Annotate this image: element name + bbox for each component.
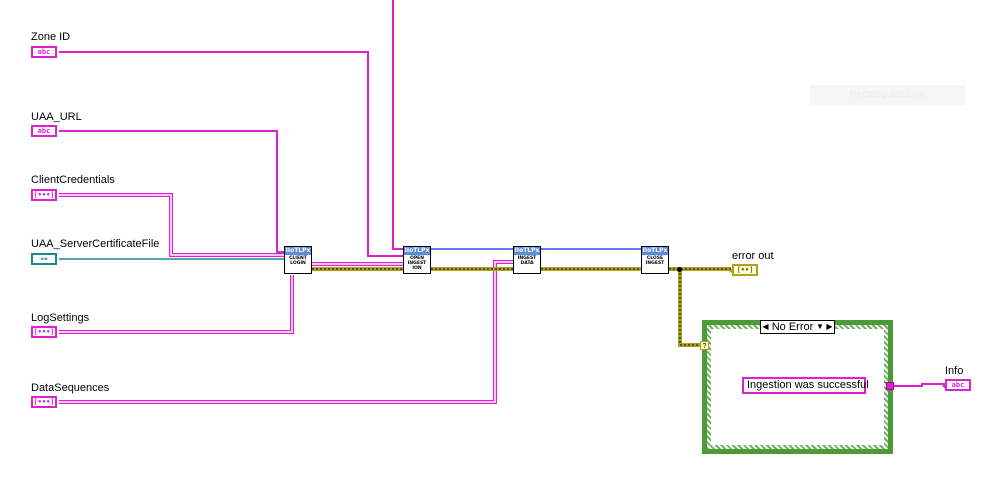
log-settings-terminal[interactable]: [•••] xyxy=(31,326,57,338)
zone-id-terminal[interactable]: abc xyxy=(31,46,57,58)
ingest-data-text: INGEST DATA xyxy=(517,256,537,266)
uaa-cert-label: UAA_ServerCertificateFile xyxy=(31,238,160,250)
error-wire-junction xyxy=(677,267,682,272)
string-wire-zone-id xyxy=(59,51,403,257)
close-ingest-text: CLOSE INGEST xyxy=(645,256,665,266)
info-label: Info xyxy=(945,365,964,377)
data-sequences-label: DataSequences xyxy=(31,382,110,394)
string-wire-info xyxy=(894,383,945,387)
client-login-subvi[interactable]: IIoTLPx CLIENT LOGIN xyxy=(284,246,312,274)
ghost-label: Rectangular Line xyxy=(810,85,965,105)
error-out-label: error out xyxy=(732,250,774,262)
open-ingest-header: IIoTLPx xyxy=(404,247,430,255)
client-credentials-label: ClientCredentials xyxy=(31,174,115,186)
log-settings-label: LogSettings xyxy=(31,312,90,324)
open-ingest-text: OPEN INGEST ION xyxy=(407,256,427,271)
ingest-data-header: IIoTLPx xyxy=(514,247,540,255)
info-terminal[interactable]: abc xyxy=(942,379,971,391)
close-ingest-header: IIoTLPx xyxy=(642,247,668,255)
zone-id-label: Zone ID xyxy=(31,31,71,43)
ingest-data-subvi[interactable]: IIoTLPx INGEST DATA xyxy=(513,246,541,274)
case-output-tunnel xyxy=(886,382,894,390)
case-selector-value: No Error xyxy=(771,321,814,333)
data-sequences-terminal[interactable]: [•••] xyxy=(31,396,57,408)
case-selector[interactable]: ◀ No Error ▼ ▶ xyxy=(760,320,835,334)
open-ingest-subvi[interactable]: IIoTLPx OPEN INGEST ION xyxy=(403,246,431,274)
error-wire-branch xyxy=(678,269,701,347)
case-next-arrow-icon[interactable]: ▶ xyxy=(826,322,833,331)
error-out-terminal[interactable]: [••] xyxy=(729,264,758,276)
uaa-url-terminal[interactable]: abc xyxy=(31,125,57,137)
case-prev-arrow-icon[interactable]: ◀ xyxy=(762,322,769,331)
success-string-constant[interactable]: Ingestion was successful xyxy=(742,377,869,394)
client-login-text: CLIENT LOGIN xyxy=(289,256,307,266)
cluster-wire-logsettings xyxy=(59,275,294,334)
string-wire-top xyxy=(392,0,403,250)
string-wire-uaa-url xyxy=(59,130,284,253)
case-selector-terminal: ? xyxy=(700,341,709,350)
case-dropdown-icon[interactable]: ▼ xyxy=(816,322,824,331)
uaa-url-label: UAA_URL xyxy=(31,111,82,123)
close-ingest-subvi[interactable]: IIoTLPx CLOSE INGEST xyxy=(641,246,669,274)
client-login-header: IIoTLPx xyxy=(285,247,311,255)
client-credentials-terminal[interactable]: [•••] xyxy=(31,189,57,201)
uaa-cert-terminal[interactable]: ⊶ xyxy=(31,253,57,265)
